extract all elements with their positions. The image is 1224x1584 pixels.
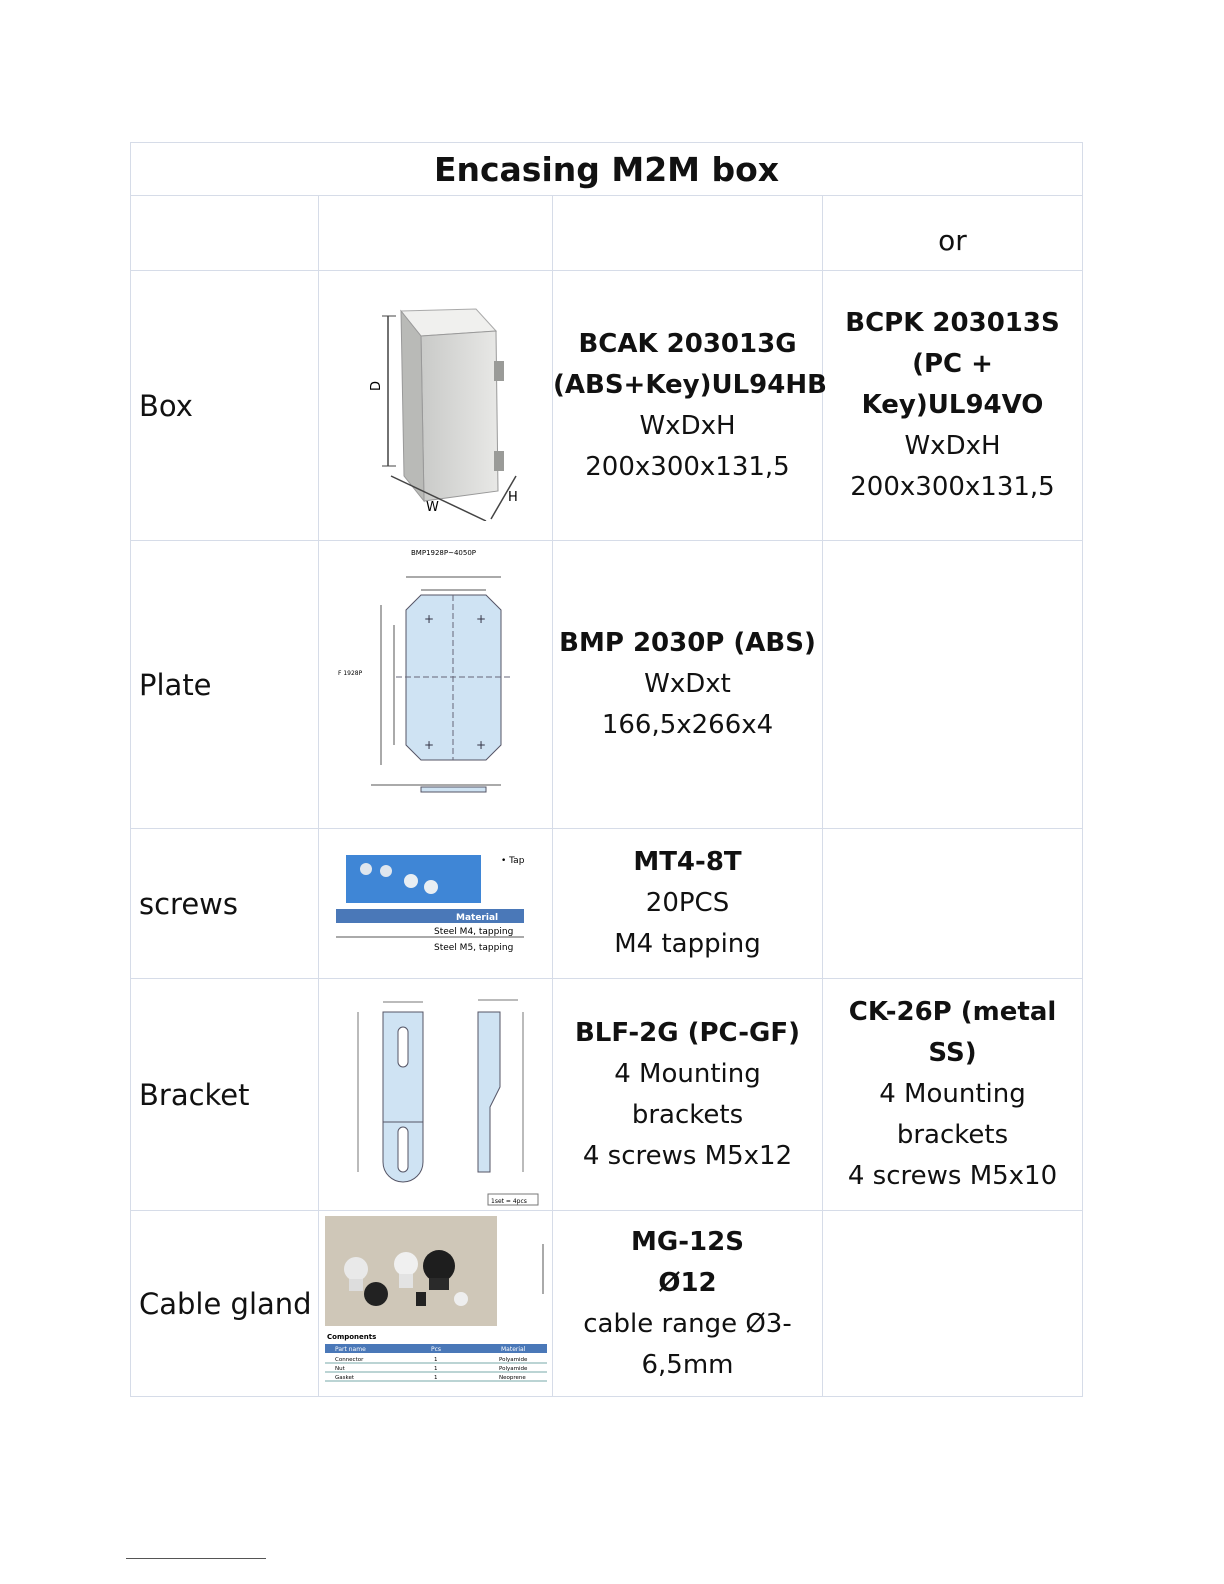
- svg-text:• Tap: • Tap: [501, 856, 525, 866]
- svg-text:Pcs: Pcs: [431, 1346, 441, 1353]
- row-label: Bracket: [130, 978, 319, 1211]
- screws-option-2-empty: [821, 828, 1084, 979]
- plate-drawing-icon: BMP1928P~4050P + + + + F 1928P: [338, 549, 511, 792]
- svg-text:D: D: [369, 380, 384, 390]
- svg-text:+: +: [476, 612, 486, 626]
- encasing-table: Encasing M2M box or Box: [129, 142, 1084, 1397]
- svg-text:H: H: [508, 490, 518, 505]
- table-row-screws: screws • Tap Material Steel M4, tapping …: [130, 828, 1084, 979]
- bracket-drawing-icon: 1set = 4pcs: [357, 999, 539, 1206]
- cable-gland-photo-icon: Components Part name Pcs Material Connec…: [324, 1215, 547, 1381]
- svg-text:Polyamide: Polyamide: [499, 1357, 528, 1363]
- box-option-2: BCPK 203013S (PC + Key)UL94VO WxDxH 200x…: [821, 270, 1084, 541]
- table-row-cable-gland: Cable gland Components Part name Pcs Mat…: [130, 1210, 1084, 1397]
- svg-text:+: +: [476, 738, 486, 752]
- header-empty-3: [552, 195, 823, 271]
- table-row-bracket: Bracket 1set = 4pcs BLF-2G (PC-GF) 4 Mou…: [130, 978, 1084, 1211]
- box-drawing-icon: D W H: [369, 307, 518, 521]
- cable-gland-image: Components Part name Pcs Material Connec…: [318, 1210, 553, 1397]
- bracket-image: 1set = 4pcs: [318, 978, 553, 1211]
- header-empty-2: [318, 195, 553, 271]
- svg-text:1: 1: [434, 1357, 438, 1363]
- svg-text:Part name: Part name: [335, 1346, 366, 1353]
- svg-text:Connector: Connector: [335, 1357, 364, 1363]
- svg-text:Gasket: Gasket: [335, 1375, 355, 1381]
- svg-text:1: 1: [434, 1366, 438, 1372]
- svg-text:+: +: [424, 612, 434, 626]
- svg-text:Polyamide: Polyamide: [499, 1366, 528, 1372]
- svg-text:Nut: Nut: [335, 1366, 346, 1372]
- svg-text:Material: Material: [501, 1346, 526, 1353]
- table-row-box: Box D W H: [130, 270, 1084, 541]
- screws-option-1: MT4-8T 20PCS M4 tapping: [552, 828, 823, 979]
- cable-gland-option-2-empty: [821, 1210, 1084, 1397]
- plate-option-1: BMP 2030P (ABS) WxDxt 166,5x266x4: [552, 540, 823, 829]
- plate-image: BMP1928P~4050P + + + + F 1928P: [318, 540, 553, 829]
- bracket-option-2: CK-26P (metal SS) 4 Mounting brackets 4 …: [821, 978, 1084, 1211]
- screws-drawing-icon: • Tap Material Steel M4, tapping Steel M…: [335, 854, 525, 953]
- svg-text:1set = 4pcs: 1set = 4pcs: [491, 1198, 527, 1205]
- screws-image: • Tap Material Steel M4, tapping Steel M…: [318, 828, 553, 979]
- table-row-plate: Plate BMP1928P~4050P + + + + F 1928P: [130, 540, 1084, 829]
- plate-option-2-empty: [821, 540, 1084, 829]
- svg-text:1: 1: [434, 1375, 438, 1381]
- box-image: D W H: [318, 270, 553, 541]
- svg-text:Neoprene: Neoprene: [499, 1375, 526, 1381]
- svg-text:Material: Material: [456, 913, 498, 923]
- svg-text:Steel M4, tapping: Steel M4, tapping: [434, 927, 513, 937]
- row-label: Plate: [130, 540, 319, 829]
- bracket-option-1: BLF-2G (PC-GF) 4 Mounting brackets 4 scr…: [552, 978, 823, 1211]
- svg-text:Components: Components: [327, 1333, 376, 1341]
- row-label: Cable gland: [130, 1210, 319, 1397]
- svg-text:W: W: [426, 500, 439, 515]
- cable-gland-option-1: MG-12S Ø12 cable range Ø3- 6,5mm: [552, 1210, 823, 1397]
- svg-text:Steel M5, tapping: Steel M5, tapping: [434, 943, 513, 953]
- row-label: screws: [130, 828, 319, 979]
- row-label: Box: [130, 270, 319, 541]
- header-empty-1: [130, 195, 319, 271]
- svg-text:BMP1928P~4050P: BMP1928P~4050P: [411, 549, 476, 557]
- box-option-1: BCAK 203013G (ABS+Key)UL94HB WxDxH 200x3…: [552, 270, 827, 541]
- svg-text:+: +: [424, 738, 434, 752]
- table-title: Encasing M2M box: [129, 142, 1084, 196]
- svg-text:F 1928P: F 1928P: [338, 670, 363, 677]
- footnote-separator: [126, 1558, 266, 1559]
- or-label: or: [821, 195, 1084, 271]
